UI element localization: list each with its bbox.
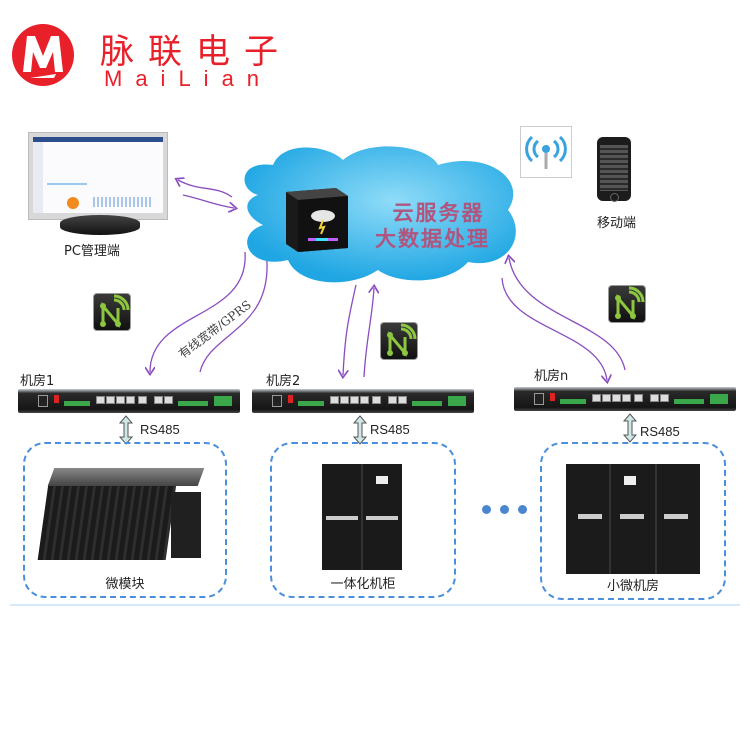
micro-module-image: [37, 484, 177, 560]
logo-m-icon: [12, 24, 74, 86]
network-n-icon: [608, 285, 646, 323]
room2-label: 机房2: [266, 374, 301, 389]
cloud-label: 云服务器 大数据处理: [375, 200, 490, 252]
arrow-room2-to-cloud: [363, 288, 374, 378]
arrow-cloud-to-room2: [343, 284, 357, 375]
pc-label: PC管理端: [64, 244, 120, 259]
room2-device-label: 一体化机柜: [330, 577, 396, 592]
room2-bus-label: RS485: [370, 422, 410, 437]
roomn-device-label: 小微机房: [606, 579, 659, 594]
arrow-room1-to-cloud: [199, 244, 267, 373]
cloud-label-line2: 大数据处理: [375, 226, 490, 251]
room2-controller: [252, 389, 474, 413]
rs485-bidirectional-arrow-icon: [352, 415, 368, 445]
small-data-room-image: [566, 464, 700, 574]
ellipsis-dot: [518, 505, 527, 514]
room1-device-label: 微模块: [105, 577, 145, 592]
rs485-bidirectional-arrow-icon: [118, 415, 134, 445]
room1-controller: [18, 389, 240, 413]
roomn-device-box: 小微机房: [540, 442, 726, 600]
network-n-icon: [380, 322, 418, 360]
brand-logo: [10, 22, 76, 88]
arrow-pc-to-cloud: [182, 194, 234, 208]
ellipsis-dot: [500, 505, 509, 514]
rs485-bidirectional-arrow-icon: [622, 413, 638, 443]
arrow-cloud-to-pc: [178, 180, 233, 198]
pc-monitor: [28, 132, 168, 230]
network-n-icon: [93, 293, 131, 331]
integrated-cabinet-image: [322, 464, 402, 570]
arrow-cloud-to-roomn: [501, 277, 607, 380]
roomn-label: 机房n: [534, 369, 569, 384]
roomn-controller: [514, 387, 736, 411]
wifi-antenna-icon: [520, 126, 572, 178]
brand-name-en: MaiLian: [104, 66, 273, 91]
brand-name-cn: 脉联电子: [100, 32, 292, 72]
room1-device-box: 微模块: [23, 442, 227, 598]
server-box-icon: [286, 188, 348, 252]
roomn-bus-label: RS485: [640, 424, 680, 439]
mobile-phone: [597, 137, 631, 202]
room2-device-box: 一体化机柜: [270, 442, 456, 598]
room1-bus-label: RS485: [140, 422, 180, 437]
mobile-label: 移动端: [597, 216, 637, 231]
arrow-cloud-to-room1: [150, 251, 246, 372]
divider-line: [10, 604, 740, 606]
cloud-label-line1: 云服务器: [392, 200, 485, 225]
pc-stand: [60, 215, 140, 235]
room1-label: 机房1: [20, 374, 55, 389]
cloud-server: [244, 146, 516, 283]
ellipsis-dots: [482, 505, 527, 514]
ellipsis-dot: [482, 505, 491, 514]
arrow-roomn-to-cloud: [509, 258, 626, 371]
